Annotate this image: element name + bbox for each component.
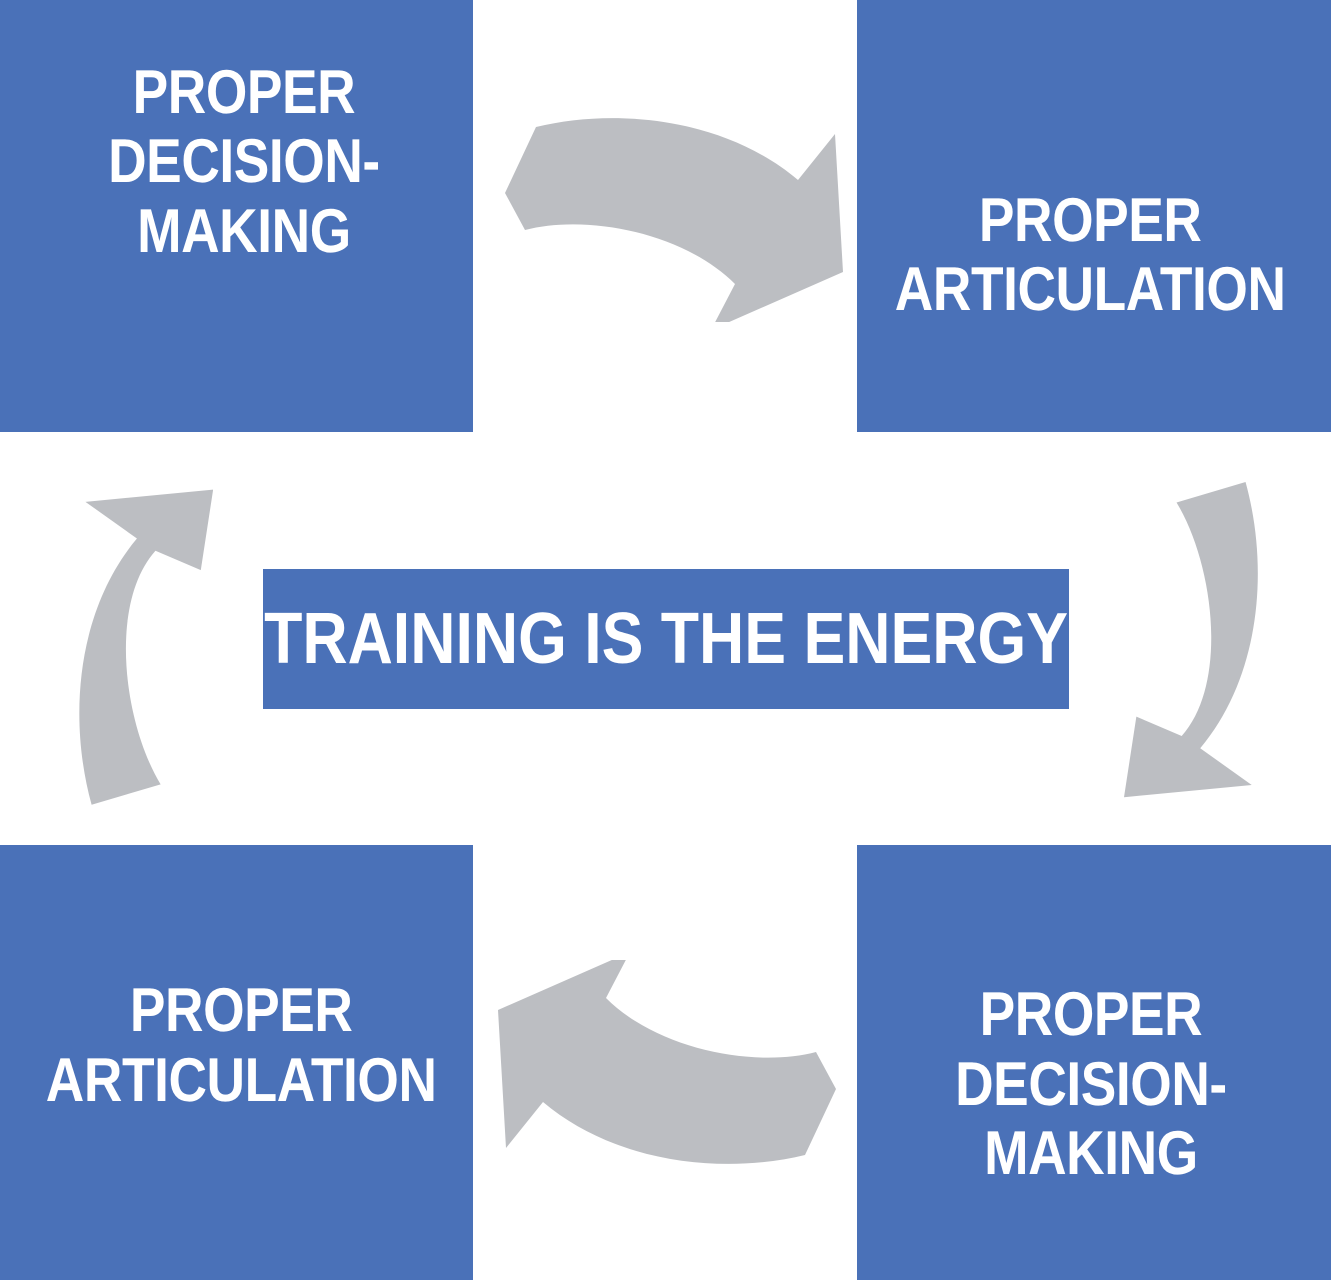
- curved-arrow-left-icon: [498, 960, 836, 1164]
- curved-arrow-up-icon: [79, 489, 213, 805]
- node-box-bottom-right[interactable]: PROPER DECISION- MAKING: [857, 845, 1331, 1280]
- node-label-top-right: PROPER ARTICULATION: [894, 185, 1286, 324]
- curved-arrow-down-icon: [1124, 482, 1258, 798]
- node-box-top-right[interactable]: PROPER ARTICULATION: [857, 0, 1331, 432]
- center-banner-label: TRAINING IS THE ENERGY: [264, 599, 1068, 679]
- node-box-bottom-left[interactable]: PROPER ARTICULATION: [0, 845, 473, 1280]
- node-label-top-left: PROPER DECISION- MAKING: [107, 57, 380, 266]
- node-label-bottom-left: PROPER ARTICULATION: [46, 976, 437, 1115]
- curved-arrow-right-icon: [505, 118, 843, 322]
- node-label-bottom-right: PROPER DECISION- MAKING: [955, 980, 1227, 1189]
- node-box-top-left[interactable]: PROPER DECISION- MAKING: [0, 0, 473, 432]
- center-banner[interactable]: TRAINING IS THE ENERGY: [263, 569, 1069, 709]
